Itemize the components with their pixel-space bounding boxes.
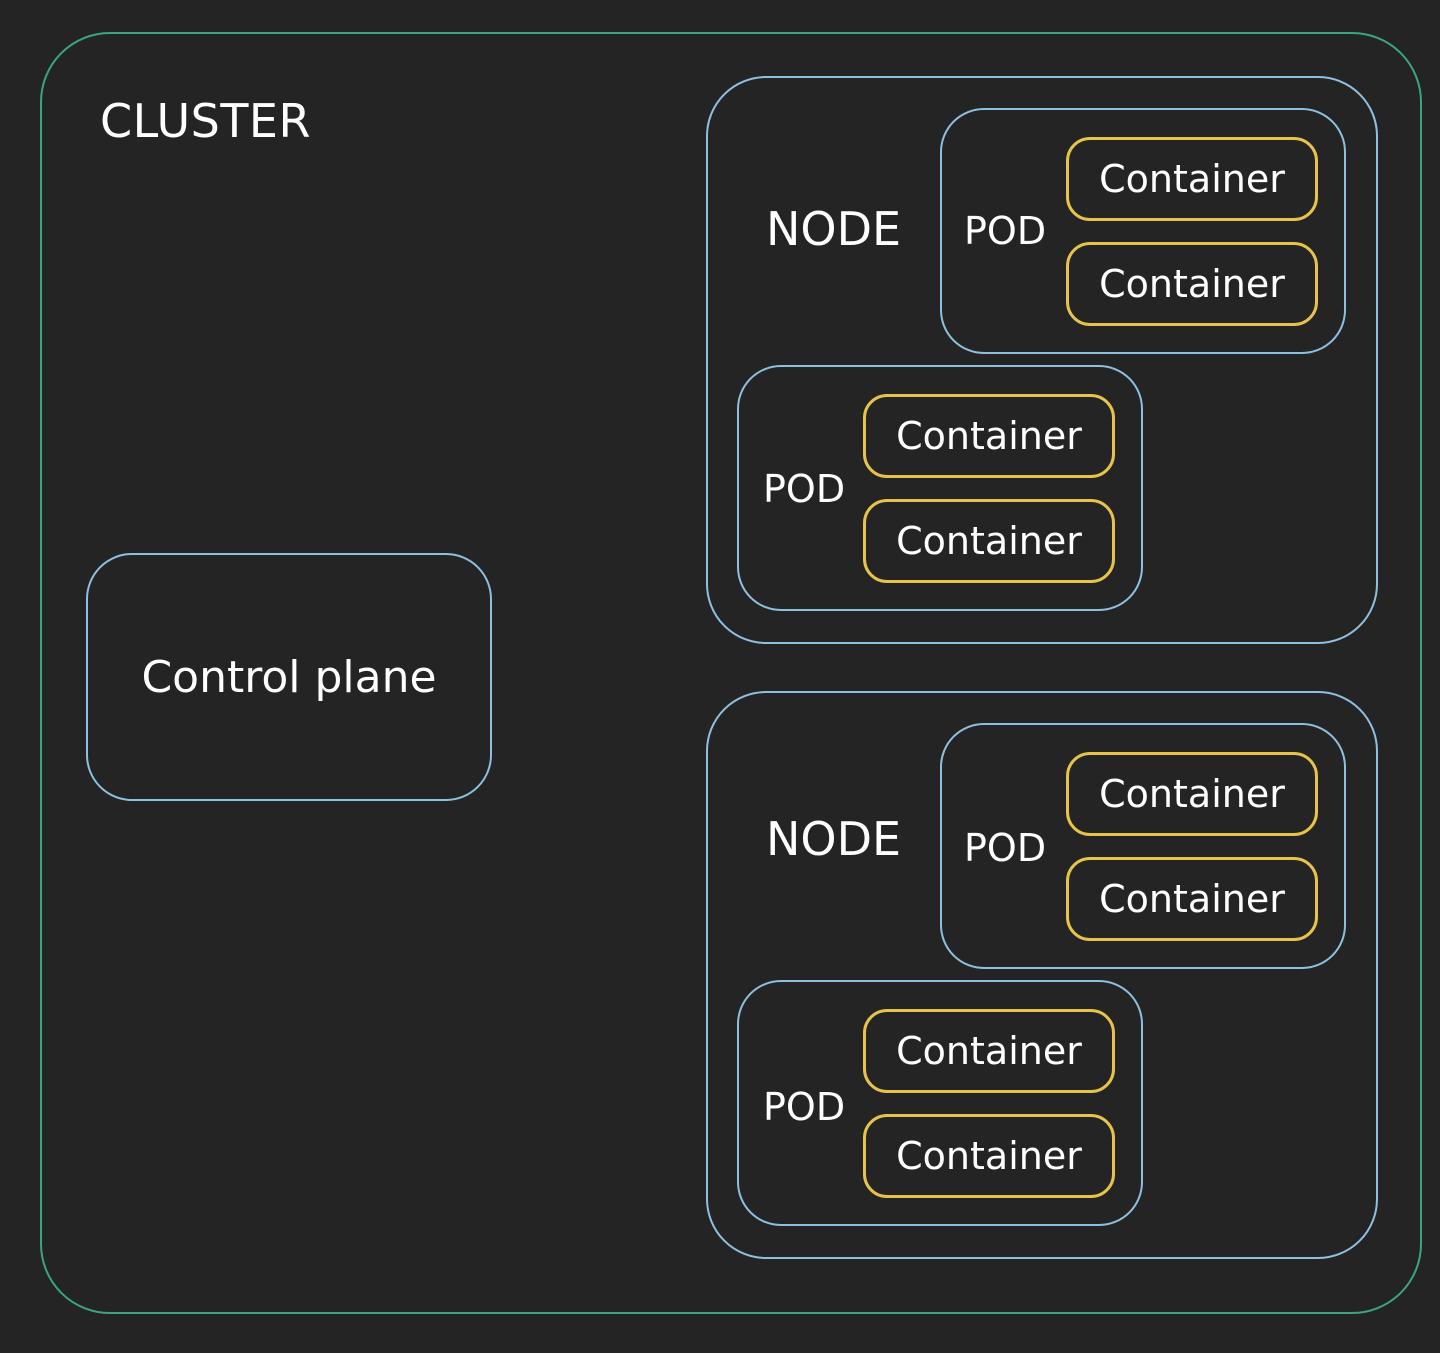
container-label: Container [1099,157,1285,201]
container-label: Container [1099,772,1285,816]
pod-label: POD [763,1085,846,1129]
pod-label: POD [964,209,1047,253]
container-box: Container [863,1114,1115,1198]
container-label: Container [896,1134,1082,1178]
node-label: NODE [766,812,902,866]
control-plane-label: Control plane [141,651,437,703]
pod-box [940,108,1346,354]
container-box: Container [863,394,1115,478]
container-label: Container [1099,262,1285,306]
container-label: Container [1099,877,1285,921]
node-box [706,76,1378,644]
cluster-label: CLUSTER [100,94,311,148]
container-box: Container [863,499,1115,583]
container-label: Container [896,519,1082,563]
container-box: Container [1066,242,1318,326]
pod-box [737,980,1143,1226]
container-label: Container [896,1029,1082,1073]
pod-label: POD [763,467,846,511]
pod-box [737,365,1143,611]
container-box: Container [1066,137,1318,221]
cluster-boundary [40,32,1422,1314]
container-box: Container [1066,857,1318,941]
container-box: Container [863,1009,1115,1093]
pod-label: POD [964,826,1047,870]
node-label: NODE [766,202,902,256]
node-box [706,691,1378,1259]
pod-box [940,723,1346,969]
control-plane-box: Control plane [86,553,492,801]
container-box: Container [1066,752,1318,836]
container-label: Container [896,414,1082,458]
